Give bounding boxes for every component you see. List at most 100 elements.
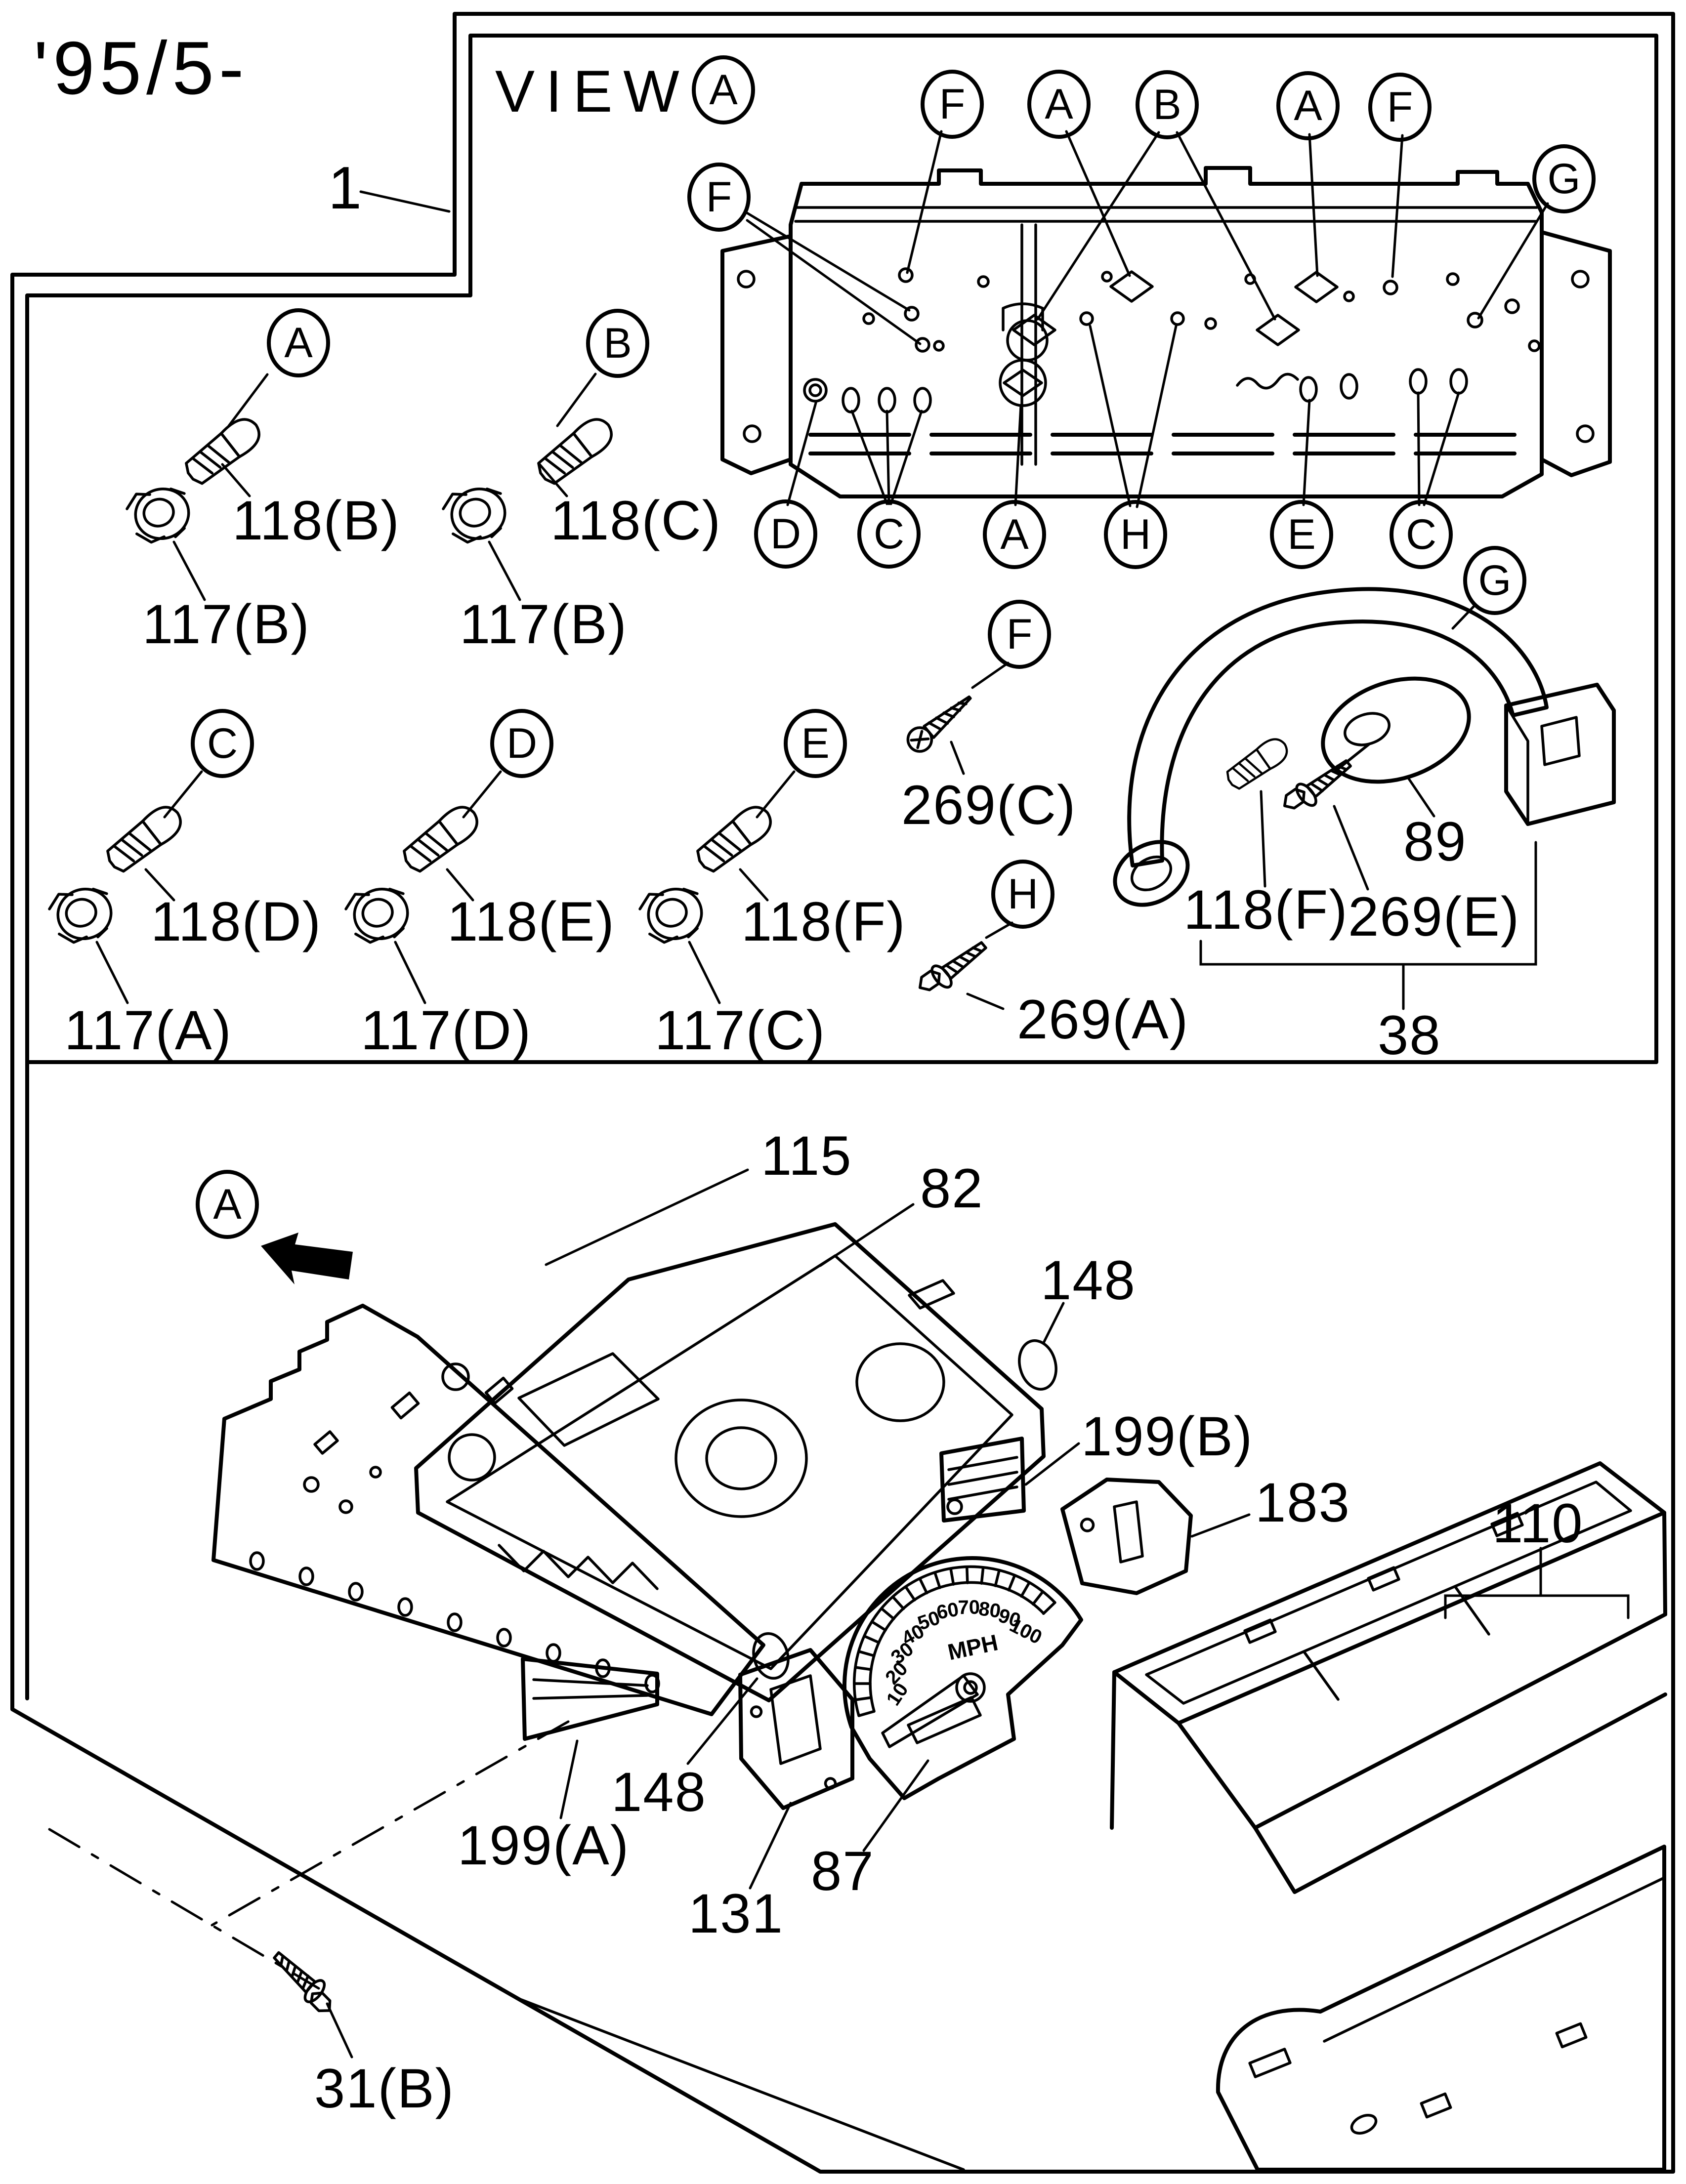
callout-C-bottom2-circle [1390, 500, 1453, 569]
plate-131-detail [750, 1674, 837, 1790]
callout-bulb-E: E [784, 709, 847, 778]
callout-B-top-letter: B [1153, 81, 1181, 128]
sheet-hole [303, 1476, 320, 1493]
case-depth-edges [1110, 1511, 1667, 1830]
socket-117B-2 [440, 482, 511, 547]
bezel-outline [1216, 1845, 1666, 2172]
hole [743, 424, 761, 443]
callout-bulb-D: D [490, 709, 553, 778]
leader-Hscrew-circ [985, 921, 1013, 939]
speedo-needle [881, 1674, 979, 1748]
callout-bulb-A-letter: A [284, 319, 313, 367]
bulb-118B [181, 412, 266, 489]
generated-leaders [48, 130, 1630, 2059]
speedometer-87-tick [891, 1595, 905, 1610]
leader-Cbot-2 [885, 410, 890, 505]
speedo-hub-center [963, 1680, 978, 1695]
socket-oval [1340, 373, 1358, 400]
callout-bulb-C-circle [191, 709, 254, 778]
speedometer-87-num-60: 60 [935, 1599, 960, 1624]
leader-Ebulb-circ [756, 770, 796, 819]
leader-Atop2 [1308, 133, 1319, 277]
callout-A-top1: A [1027, 70, 1091, 139]
leader-31B [326, 2002, 353, 2059]
callout-F-left-circle [687, 163, 751, 232]
leader-Btop-1 [1036, 131, 1160, 321]
leader-Esock-lbl [688, 941, 721, 1004]
label-269E: 269(E) [1348, 886, 1520, 948]
hole [862, 312, 875, 325]
plate-199B-stripes [947, 1456, 1018, 1501]
bezel-top-line [1323, 1877, 1665, 2043]
sheet-hole [348, 1582, 364, 1602]
leader-Bbulb-circ [556, 372, 597, 427]
axis-line-1 [48, 1828, 320, 1990]
sheet-hole [397, 1597, 413, 1617]
bezel-slot [1248, 2048, 1292, 2078]
speedometer-87-tick [854, 1696, 873, 1701]
label-269A: 269(A) [1017, 989, 1189, 1050]
sheet-hole-big [448, 1433, 496, 1482]
plate-183 [1060, 1478, 1193, 1595]
leader-Fscrew-circ [971, 661, 1010, 689]
diamond [1256, 314, 1300, 346]
leader-Dbot [786, 400, 818, 506]
speedometer-87-tick [1007, 1574, 1016, 1592]
housing-82-window [517, 1352, 660, 1447]
sheet-hole [338, 1499, 353, 1514]
speedometer-87-tick [966, 1566, 969, 1584]
callout-F-screw: F [988, 600, 1051, 669]
plate-199A-stripes [532, 1678, 649, 1700]
leader-89 [1406, 775, 1435, 818]
leader-Dbulb-lbl [446, 868, 474, 902]
harness-disc-89 [1321, 676, 1471, 784]
leader-1 [359, 190, 451, 213]
leader-Ftop2 [1391, 134, 1404, 278]
figure-ref-1: 1 [328, 154, 363, 221]
callout-view-A-circle [692, 55, 755, 124]
leader-Bsock-lbl [488, 540, 521, 601]
socket-oval [913, 387, 932, 413]
borders [10, 12, 1675, 2174]
case-clip [1490, 1512, 1524, 1537]
hole [1383, 280, 1398, 295]
sheet-hole [595, 1658, 611, 1678]
label-117B-1: 117(B) [142, 593, 310, 655]
socket-117B-1 [124, 482, 195, 547]
callout-A-lower: A [196, 1170, 259, 1239]
socket-D [803, 378, 828, 403]
callout-C-bottom1-circle [857, 499, 921, 569]
speedometer-87-tick [980, 1566, 985, 1585]
bolt-269A [915, 933, 990, 1002]
leader-269E [1333, 805, 1369, 891]
label-199B: 199(B) [1081, 1405, 1253, 1467]
case-clip [1367, 1566, 1400, 1592]
label-117C: 117(C) [655, 999, 826, 1061]
label-110: 110 [1492, 1492, 1584, 1554]
harness-connector-detail [1505, 704, 1581, 825]
lower-assembly [211, 1222, 1667, 2172]
callout-D-bottom-circle [754, 499, 817, 569]
callout-F-top1-circle [921, 70, 984, 139]
socket-oval [1409, 368, 1428, 395]
leader-115 [545, 1168, 749, 1266]
label-118F-1: 118(F) [741, 891, 906, 952]
callout-bulb-B-circle [586, 309, 649, 378]
leader-Ebulb-lbl [739, 868, 769, 902]
label-89: 89 [1403, 811, 1467, 872]
label-117A: 117(A) [64, 999, 232, 1061]
leader-Hscrew-lbl [966, 992, 1005, 1010]
callout-B-top-circle [1136, 70, 1199, 139]
bulb-118F-harness [1223, 734, 1292, 792]
direction-arrow [261, 1233, 353, 1284]
bracket-38 [1199, 841, 1537, 966]
case-window-frame [1145, 1481, 1632, 1705]
sheet-slot [313, 1430, 339, 1455]
bezel-panel [520, 1845, 1666, 2172]
leader-Asock-lbl [172, 540, 206, 601]
label-118E: 118(E) [447, 891, 615, 952]
leader-148-upper [1042, 1302, 1065, 1344]
leader-C2bot-1 [1417, 391, 1421, 506]
